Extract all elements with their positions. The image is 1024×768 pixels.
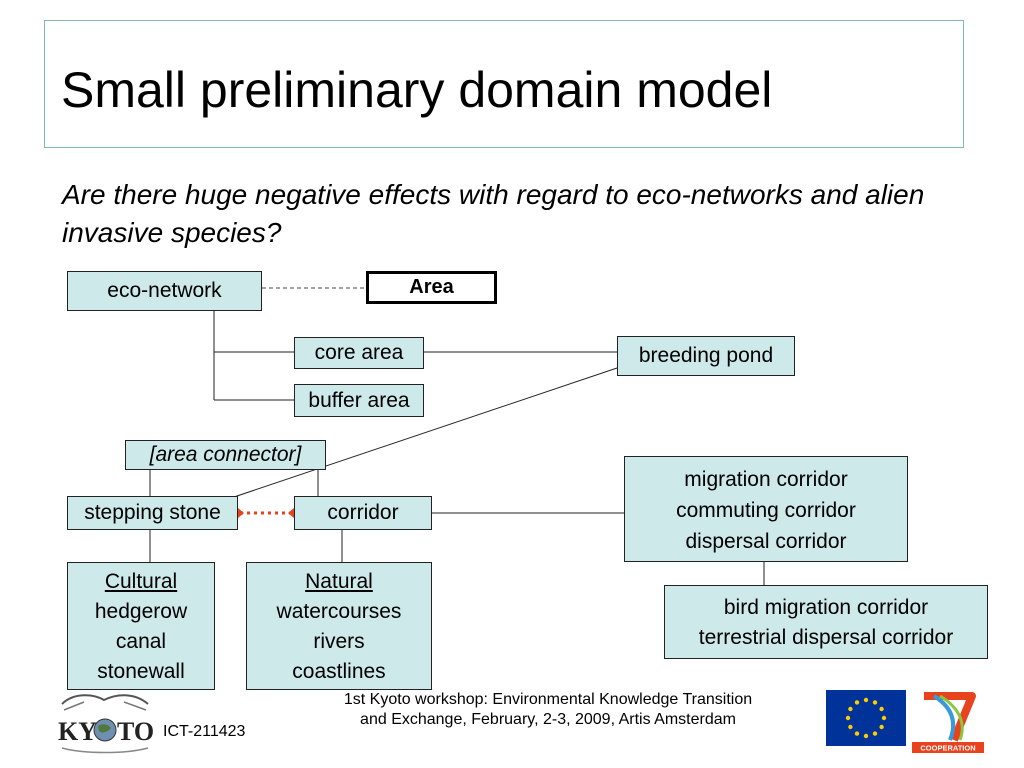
natural-item: watercourses	[276, 600, 402, 623]
node-area: Area	[366, 271, 497, 304]
fp7-cooperation-logo: COOPERATION	[912, 692, 984, 753]
sub-corridor-type-item: terrestrial dispersal corridor	[698, 626, 954, 649]
kyoto-logo-lettering: KY	[58, 717, 97, 746]
node-stepping-stone: stepping stone	[67, 496, 238, 530]
project-code: ICT-211423	[163, 723, 246, 740]
node-stepping-stone-label: stepping stone	[84, 501, 221, 524]
research-question: Are there huge negative effects with reg…	[62, 179, 925, 248]
corridor-type-item: migration corridor	[684, 468, 848, 491]
event-caption-line: 1st Kyoto workshop: Environmental Knowle…	[343, 691, 753, 708]
node-buffer-area: buffer area	[294, 384, 424, 417]
natural-item: rivers	[313, 630, 365, 653]
natural-heading: Natural	[305, 570, 373, 593]
title-frame: Small preliminary domain model	[44, 20, 964, 148]
event-caption: 1st Kyoto workshop: Environmental Knowle…	[278, 690, 818, 730]
node-area-label: Area	[409, 276, 454, 298]
cultural-item: canal	[115, 630, 167, 653]
node-cultural: Cultural hedgerow canal stonewall	[67, 562, 215, 690]
cultural-item: hedgerow	[94, 600, 188, 623]
node-sub-corridor-types: bird migration corridor terrestrial disp…	[664, 585, 988, 659]
node-core-area-label: core area	[314, 341, 404, 364]
eu-flag-logo	[826, 690, 906, 746]
kyoto-logo: KY TO	[54, 690, 156, 756]
node-natural: Natural watercourses rivers coastlines	[246, 562, 432, 690]
fp7-logo-caption: COOPERATION	[920, 744, 975, 753]
node-breeding-pond-label: breeding pond	[638, 344, 774, 367]
node-eco-network-label: eco-network	[107, 279, 222, 302]
node-breeding-pond: breeding pond	[617, 336, 795, 376]
cultural-heading: Cultural	[104, 570, 178, 593]
node-buffer-area-label: buffer area	[308, 389, 410, 412]
eu-stars	[845, 697, 887, 739]
node-corridor-types: migration corridor commuting corridor di…	[624, 456, 908, 562]
node-area-connector: [area connector]	[125, 440, 326, 470]
node-corridor: corridor	[294, 496, 432, 530]
corridor-type-item: dispersal corridor	[685, 530, 847, 553]
node-core-area: core area	[294, 337, 424, 369]
corridor-type-item: commuting corridor	[676, 499, 856, 522]
svg-text:TO: TO	[117, 717, 154, 746]
event-caption-line: and Exchange, February, 2-3, 2009, Artis…	[360, 711, 736, 728]
natural-item: coastlines	[292, 660, 386, 683]
node-corridor-label: corridor	[327, 501, 399, 524]
page-title: Small preliminary domain model	[61, 62, 773, 118]
node-eco-network: eco-network	[67, 271, 262, 311]
node-area-connector-label: [area connector]	[149, 443, 302, 466]
sub-corridor-type-item: bird migration corridor	[723, 596, 929, 619]
cultural-item: stonewall	[97, 660, 185, 683]
breeding-pond-to-stepping-stone-link	[233, 366, 621, 498]
